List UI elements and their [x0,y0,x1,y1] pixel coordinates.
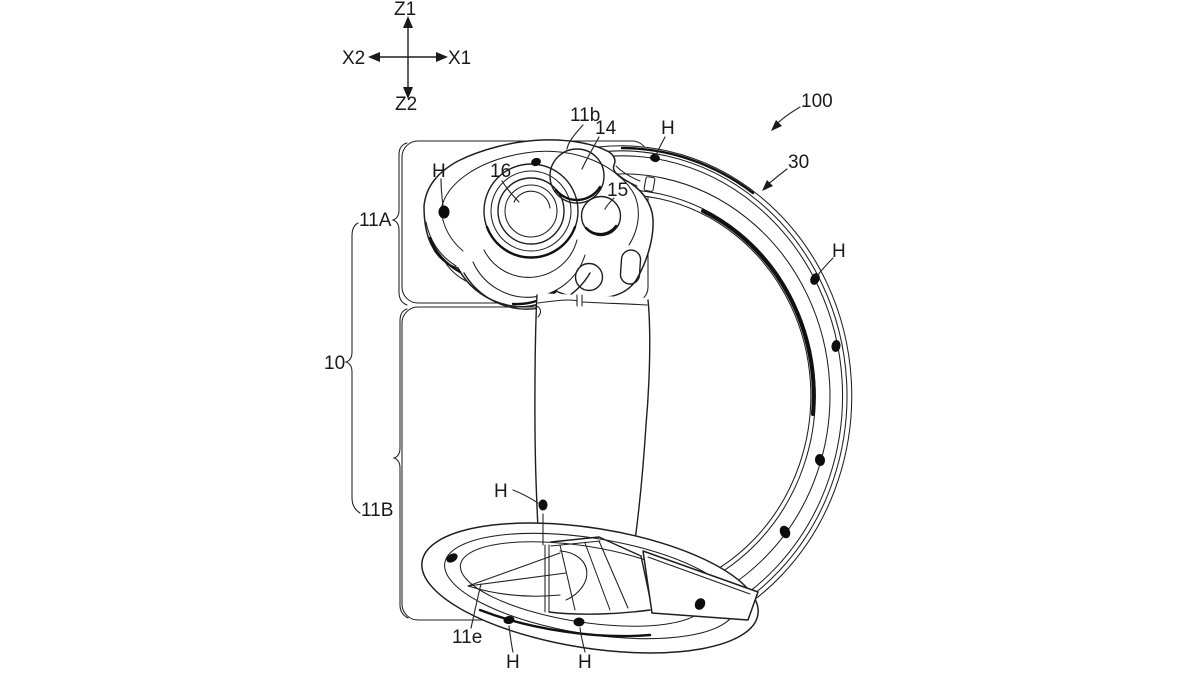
grip-collar-ticks [576,294,583,307]
leader-h-left [440,178,444,207]
ring-attach-clip [643,176,656,192]
stick-platform-tier-1 [463,272,591,310]
leader-h-top [655,136,666,157]
brace-11a [391,142,408,306]
ref-label-16: 16 [490,161,511,182]
ring-inner-shading [701,209,816,416]
ref-label-11a: 11A [359,210,392,231]
base-bottom-shading [478,608,652,638]
leader-16 [501,180,520,203]
stick-platform-tier-3 [483,239,578,278]
led-label-h-bottom-2: H [578,652,592,673]
led-label-h-bottom-1: H [506,652,520,673]
led-dot-base-bottom-2 [573,617,585,627]
axis-label-x2: X2 [342,48,365,69]
ref-label-100: 100 [801,91,833,112]
leader-15 [604,197,615,210]
analog-stick[interactable] [483,163,579,259]
ref-label-11b: 11b [570,105,600,126]
led-dot-face-top [531,157,541,167]
axis-arrow-right [436,52,448,62]
leader-lines [440,106,834,653]
ref-label-11e: 11e [452,627,482,648]
base-right-panel [642,550,759,621]
grip-collar-line-2 [581,301,648,306]
axis-arrow-down [403,87,413,99]
ref-label-10: 10 [324,353,345,374]
axis-cross [368,16,448,99]
led-dot-base-bottom-1 [503,615,515,625]
led-dot-ring-bottom [694,598,706,610]
leader-11e [470,583,482,629]
leader-11b [566,124,584,150]
base-strap-mount [544,536,653,615]
leader-14 [581,136,600,170]
axis-arrow-left [368,52,380,62]
led-dot-face-left [438,205,450,219]
led-dot-grip [538,499,548,511]
led-dot-base-left [446,553,458,563]
led-label-h-left: H [432,161,446,182]
brace-11b-unit [392,308,409,619]
head-sidewall-line-2 [428,236,462,274]
head-sidewall-line-1 [425,221,457,267]
led-label-h-top: H [661,118,675,139]
leader-h-ring-right [816,257,834,277]
arrow-100-head [771,120,782,131]
axis-label-x1: X1 [448,48,471,69]
head-sidewall-line-3 [444,261,467,282]
ref-label-15: 15 [607,180,628,201]
reference-braces [344,142,409,619]
axis-label-z1: Z1 [394,0,416,20]
ref-label-11b-unit: 11B [361,500,393,521]
brace-10 [344,222,361,514]
ring-outer-shading-top [620,146,755,195]
leader-h-bottom-1 [508,625,514,653]
led-dot-ring-top [650,153,660,163]
led-dot-ring-right [831,340,841,352]
stick-shading [485,225,577,259]
button-small-round[interactable] [574,262,604,292]
led-label-h-grip: H [494,481,508,502]
ring-attach-line-2 [613,170,638,187]
grip-surface [534,293,650,548]
led-markers [446,153,841,627]
led-label-h-ring-right: H [832,241,846,262]
ring-attach-line-1 [615,165,641,182]
button-pill[interactable] [619,249,642,285]
axis-arrow-up [403,16,413,28]
leader-h-grip [512,489,539,504]
grip-collar-line-1 [537,299,578,304]
grip-right-edge [633,299,651,549]
ref-label-14: 14 [595,118,617,139]
base-unit [421,522,759,654]
leader-h-bottom-2 [579,627,586,653]
base-right-panel-line [647,556,751,595]
led-dot-ring-lower-right [814,454,826,466]
button-15[interactable] [580,195,622,237]
arrow-30-head [762,180,773,191]
led-dot-ring-bottom-right [779,525,791,539]
ring-surface [574,145,852,646]
button-14[interactable] [549,148,605,204]
axis-label-z2: Z2 [395,94,417,115]
ref-label-30: 30 [788,152,809,173]
labels: Z1 Z2 X2 X1 11b 14 H 100 30 H 16 15 11A … [324,0,846,673]
head-faceplate-contour-top [440,150,639,246]
grip-top-left-bump [535,305,541,318]
grip [534,293,651,549]
